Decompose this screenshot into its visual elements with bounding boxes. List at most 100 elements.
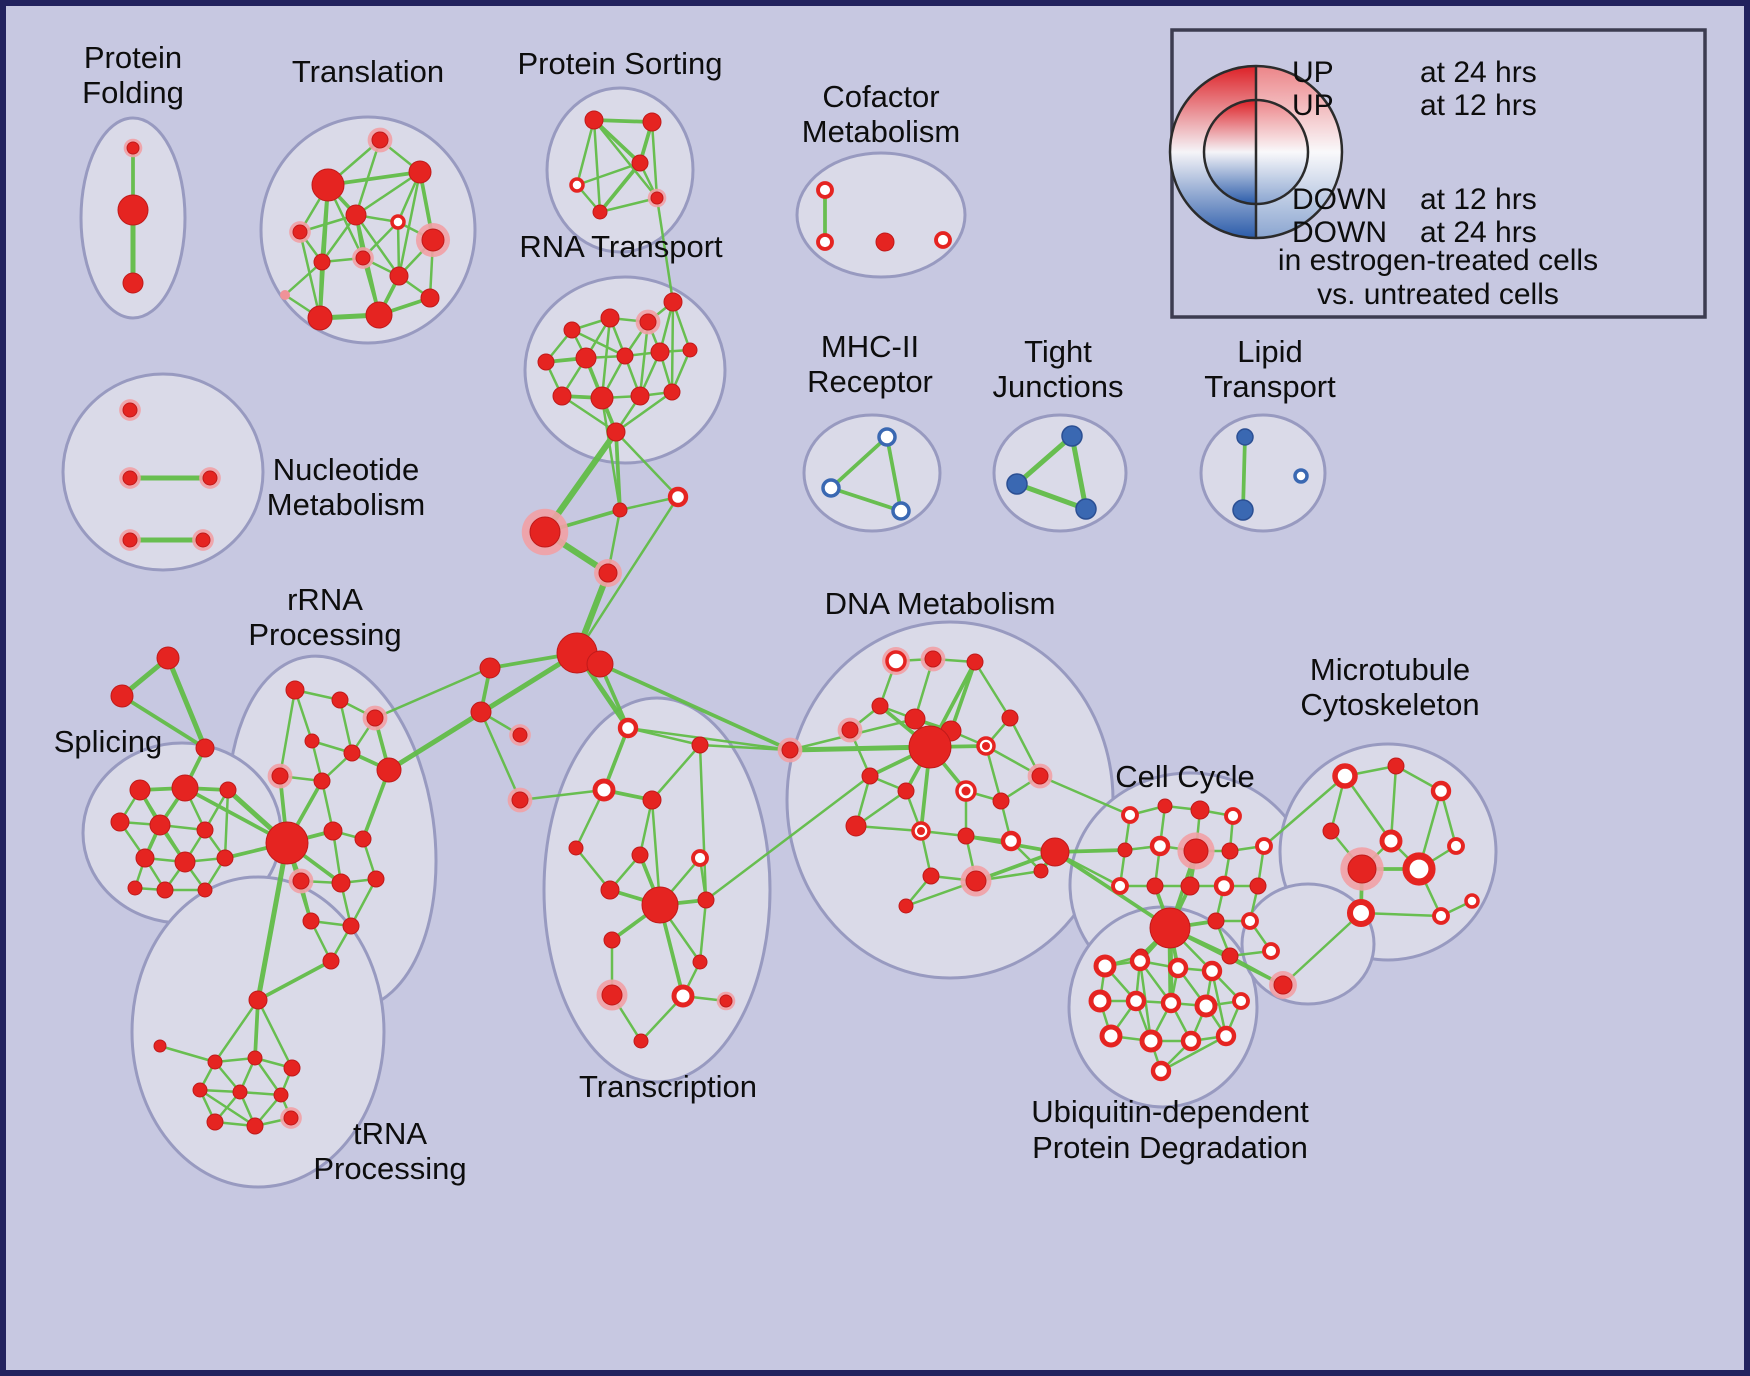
network-edge (592, 118, 654, 124)
legend-caption: in estrogen-treated cells (1278, 244, 1598, 277)
network-edge (598, 196, 659, 214)
cluster-label-translation: Translation (292, 54, 444, 89)
network-node (1221, 947, 1239, 965)
network-node (354, 830, 372, 848)
network-node (877, 427, 897, 447)
network-node (781, 741, 799, 759)
network-edge (255, 840, 290, 1003)
network-node (600, 308, 620, 328)
network-edge (598, 662, 792, 752)
network-node (197, 882, 213, 898)
network-edge (479, 710, 522, 802)
network-node (1033, 863, 1049, 879)
node-center-dot (917, 827, 925, 835)
network-node (1001, 709, 1019, 727)
network-node (110, 812, 130, 832)
cluster-ellipse-nucleotide-metabolism (61, 372, 265, 572)
network-node (283, 1110, 299, 1126)
network-edge (158, 1044, 217, 1064)
network-node (1213, 875, 1235, 897)
network-node (285, 680, 305, 700)
network-node (1346, 898, 1376, 928)
network-node (1201, 960, 1223, 982)
network-edge (885, 435, 903, 513)
network-edge (614, 430, 622, 512)
network-node (1387, 757, 1405, 775)
network-node (816, 181, 834, 199)
network-node (135, 848, 155, 868)
network-node (110, 684, 134, 708)
network-node (861, 767, 879, 785)
network-node (196, 821, 214, 839)
network-node (311, 168, 345, 202)
network-node (592, 204, 608, 220)
network-edge (698, 898, 708, 964)
network-node (897, 782, 915, 800)
network-node (1332, 763, 1358, 789)
network-node (924, 650, 942, 668)
network-node (129, 779, 151, 801)
network-edge (854, 824, 923, 833)
network-node (603, 931, 621, 949)
network-node (1093, 954, 1117, 978)
network-node (1194, 994, 1218, 1018)
network-edge (256, 998, 294, 1070)
network-node (174, 851, 196, 873)
cluster-label-lipid-transport: Transport (1204, 369, 1336, 404)
cluster-label-mhc-ii-receptor: MHC-II (821, 329, 919, 364)
network-node (479, 657, 501, 679)
cluster-label-lipid-transport: Lipid (1237, 334, 1303, 369)
network-edge (518, 788, 606, 802)
cluster-label-mhc-ii-receptor: Receptor (807, 364, 933, 399)
network-node (616, 347, 634, 365)
network-edge (387, 710, 483, 772)
network-node (639, 313, 657, 331)
network-node (1232, 992, 1250, 1010)
network-node (671, 984, 695, 1008)
network-node (195, 532, 211, 548)
network-edge (592, 118, 602, 214)
network-node (934, 231, 952, 249)
network-node (1241, 912, 1259, 930)
cluster-label-nucleotide-metabolism: Metabolism (267, 487, 426, 522)
network-node (1000, 830, 1022, 852)
network-node (1061, 425, 1083, 447)
network-node (1006, 473, 1028, 495)
network-edge (670, 300, 675, 394)
network-edge (575, 495, 680, 655)
network-edge (570, 328, 627, 358)
legend-time-label: at 24 hrs (1420, 56, 1537, 89)
legend-caption: vs. untreated cells (1317, 278, 1559, 311)
legend-time-label: at 12 hrs (1420, 183, 1537, 216)
network-node (1121, 806, 1139, 824)
cluster-label-protein-folding: Folding (82, 75, 184, 110)
network-edge (787, 744, 933, 753)
network-edge (223, 788, 230, 860)
legend-time-label: at 12 hrs (1420, 89, 1537, 122)
network-node (313, 253, 331, 271)
network-node (247, 1050, 263, 1066)
network-node (1125, 990, 1147, 1012)
network-node (691, 736, 709, 754)
network-edge (278, 688, 297, 778)
network-node (1249, 877, 1267, 895)
cluster-label-cofactor-metabolism: Cofactor (822, 79, 939, 114)
network-node (265, 821, 309, 865)
network-node (841, 721, 859, 739)
network-edge (1159, 1034, 1228, 1073)
cluster-label-trna-processing: tRNA (353, 1116, 427, 1151)
network-edge (655, 196, 675, 304)
network-edge (298, 230, 322, 320)
network-edge (120, 694, 207, 750)
cluster-label-rna-transport: RNA Transport (519, 229, 723, 264)
network-edge (698, 743, 708, 902)
network-edge (1343, 774, 1393, 843)
network-node (1190, 800, 1210, 820)
network-node (512, 727, 528, 743)
network-node (307, 305, 333, 331)
network-node (156, 646, 180, 670)
network-node (126, 141, 140, 155)
network-node (219, 781, 237, 799)
